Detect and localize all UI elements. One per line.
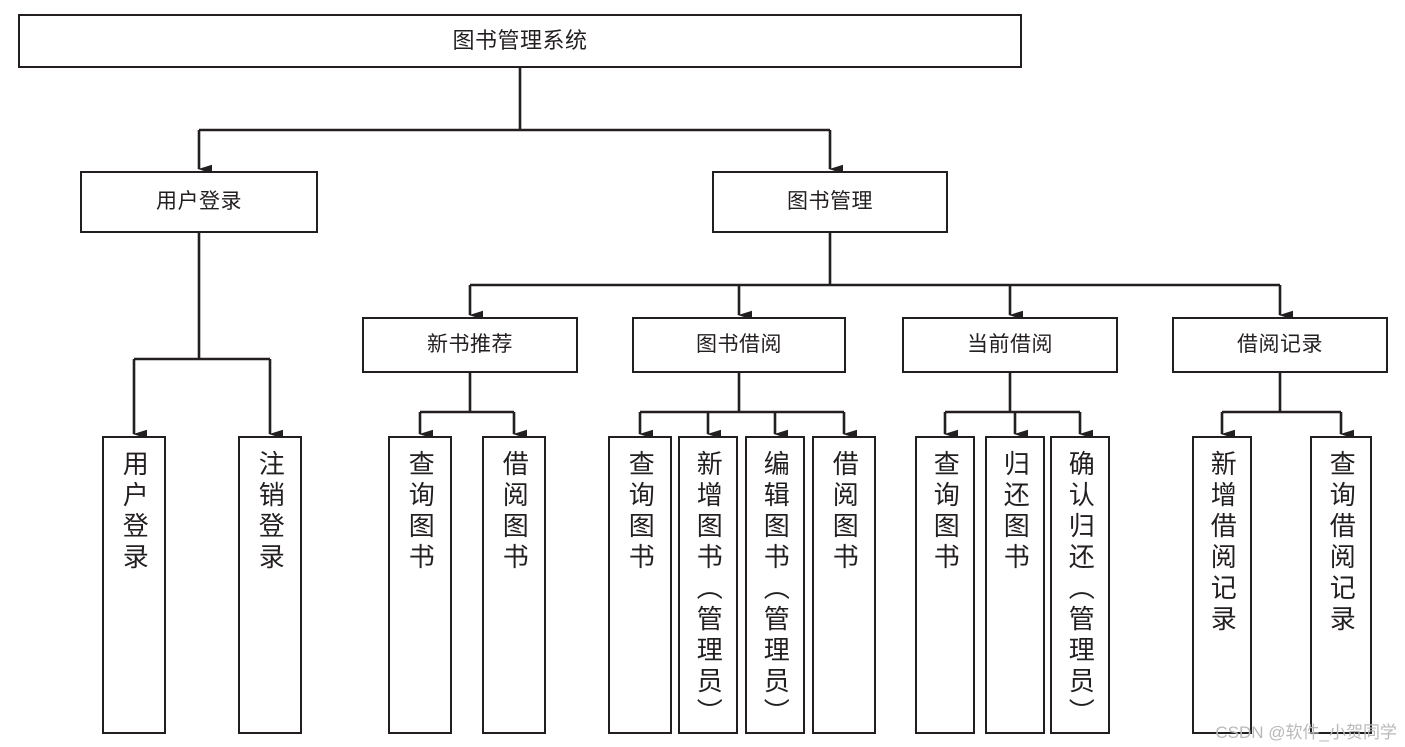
node-book-borrow[interactable]: 图书借阅 bbox=[632, 317, 846, 373]
connector-bus-book-borrow bbox=[640, 373, 844, 414]
node-leaf-return[interactable]: 归还图书 bbox=[985, 436, 1045, 734]
node-label: 新增借阅记录 bbox=[1207, 450, 1238, 636]
node-label: 确认归还（管理员） bbox=[1065, 450, 1096, 729]
node-leaf-logout[interactable]: 注销登录 bbox=[238, 436, 302, 734]
node-label: 新书推荐 bbox=[427, 332, 513, 356]
connector-bus-current-borrow bbox=[945, 373, 1080, 414]
node-current-borrow[interactable]: 当前借阅 bbox=[902, 317, 1118, 373]
node-leaf-query-1[interactable]: 查询图书 bbox=[388, 436, 452, 734]
node-leaf-query-2[interactable]: 查询图书 bbox=[608, 436, 672, 734]
node-label: 用户登录 bbox=[119, 450, 150, 574]
connector-bus-borrow-record bbox=[1222, 373, 1341, 414]
node-leaf-user-login[interactable]: 用户登录 bbox=[102, 436, 166, 734]
node-leaf-borrow-2[interactable]: 借阅图书 bbox=[812, 436, 876, 734]
node-book-manage[interactable]: 图书管理 bbox=[712, 171, 948, 233]
node-leaf-edit-book[interactable]: 编辑图书（管理员） bbox=[745, 436, 805, 734]
node-label: 查询图书 bbox=[625, 450, 656, 574]
node-label: 借阅记录 bbox=[1237, 332, 1323, 356]
node-label: 当前借阅 bbox=[967, 332, 1053, 356]
node-label: 查询图书 bbox=[405, 450, 436, 574]
node-label: 图书管理系统 bbox=[452, 28, 588, 54]
node-label: 借阅图书 bbox=[499, 450, 530, 574]
node-label: 新增图书（管理员） bbox=[693, 450, 724, 729]
node-leaf-query-3[interactable]: 查询图书 bbox=[915, 436, 975, 734]
node-label: 注销登录 bbox=[255, 450, 286, 574]
connector-bus-new-book-rec bbox=[420, 373, 514, 414]
node-leaf-confirm[interactable]: 确认归还（管理员） bbox=[1050, 436, 1110, 734]
node-leaf-query-rec[interactable]: 查询借阅记录 bbox=[1310, 436, 1372, 734]
node-label: 图书管理 bbox=[787, 189, 873, 213]
node-label: 图书借阅 bbox=[696, 332, 782, 356]
node-leaf-add-book[interactable]: 新增图书（管理员） bbox=[678, 436, 738, 734]
node-user-login[interactable]: 用户登录 bbox=[80, 171, 318, 233]
connector-bus-book-manage bbox=[470, 233, 1280, 287]
node-label: 编辑图书（管理员） bbox=[760, 450, 791, 729]
node-label: 查询借阅记录 bbox=[1326, 450, 1357, 636]
node-new-book-rec[interactable]: 新书推荐 bbox=[362, 317, 578, 373]
node-leaf-borrow-1[interactable]: 借阅图书 bbox=[482, 436, 546, 734]
connector-bus-root bbox=[199, 68, 830, 132]
node-label: 用户登录 bbox=[156, 189, 242, 213]
node-label: 借阅图书 bbox=[829, 450, 860, 574]
node-leaf-add-rec[interactable]: 新增借阅记录 bbox=[1192, 436, 1252, 734]
connector-bus-user-login bbox=[134, 233, 270, 361]
node-label: 查询图书 bbox=[930, 450, 961, 574]
node-label: 归还图书 bbox=[1000, 450, 1031, 574]
csdn-watermark: CSDN @软件_小贺同学 bbox=[1215, 723, 1397, 742]
node-root[interactable]: 图书管理系统 bbox=[18, 14, 1022, 68]
node-borrow-record[interactable]: 借阅记录 bbox=[1172, 317, 1388, 373]
